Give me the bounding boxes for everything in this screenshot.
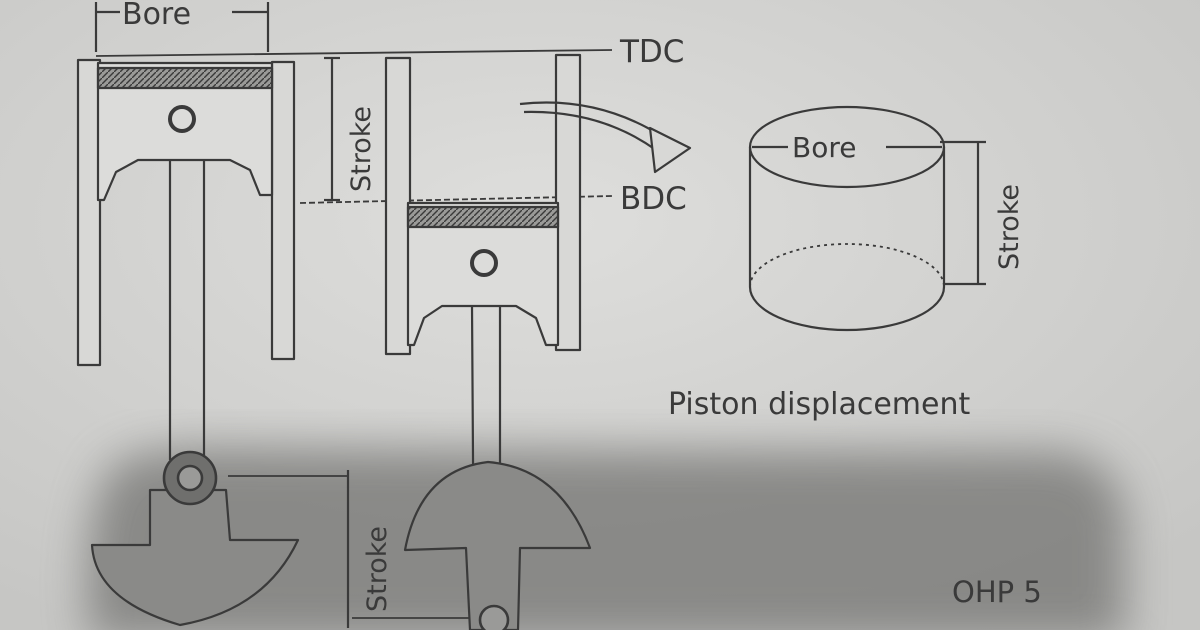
stroke-label-crank: Stroke bbox=[362, 526, 393, 612]
left-connecting-rod bbox=[168, 160, 206, 460]
bdc-label: BDC bbox=[620, 181, 687, 217]
left-cylinder bbox=[76, 58, 296, 460]
tdc-line bbox=[95, 49, 613, 57]
caption: Piston displacement bbox=[668, 387, 970, 422]
left-cylinder-wall-right bbox=[270, 60, 296, 361]
tdc-label: TDC bbox=[619, 34, 684, 70]
right-cylinder bbox=[384, 53, 582, 611]
left-cylinder-wall-left bbox=[76, 58, 102, 367]
right-crank bbox=[352, 460, 592, 630]
right-cylinder-wall-left bbox=[384, 56, 412, 356]
left-piston-rings bbox=[96, 66, 274, 90]
page-code: OHP 5 bbox=[952, 575, 1042, 609]
stroke-dimension-upper bbox=[324, 56, 340, 202]
bore-label-left: Bore bbox=[122, 0, 191, 32]
bore-label-cylinder: Bore bbox=[792, 131, 856, 164]
right-cylinder-wall-right bbox=[554, 53, 582, 352]
bdc-line bbox=[299, 195, 613, 204]
right-piston-pin bbox=[470, 249, 498, 277]
left-crank bbox=[90, 450, 348, 627]
stroke-label-cylinder: Stroke bbox=[994, 184, 1025, 270]
bore-dimension-left bbox=[94, 2, 270, 52]
right-piston-rings bbox=[406, 205, 560, 229]
right-crankpin bbox=[478, 604, 510, 630]
left-piston-pin bbox=[168, 105, 196, 133]
stroke-label-upper: Stroke bbox=[346, 106, 377, 192]
displacement-cylinder bbox=[748, 105, 986, 332]
curved-arrow-icon bbox=[519, 101, 692, 174]
